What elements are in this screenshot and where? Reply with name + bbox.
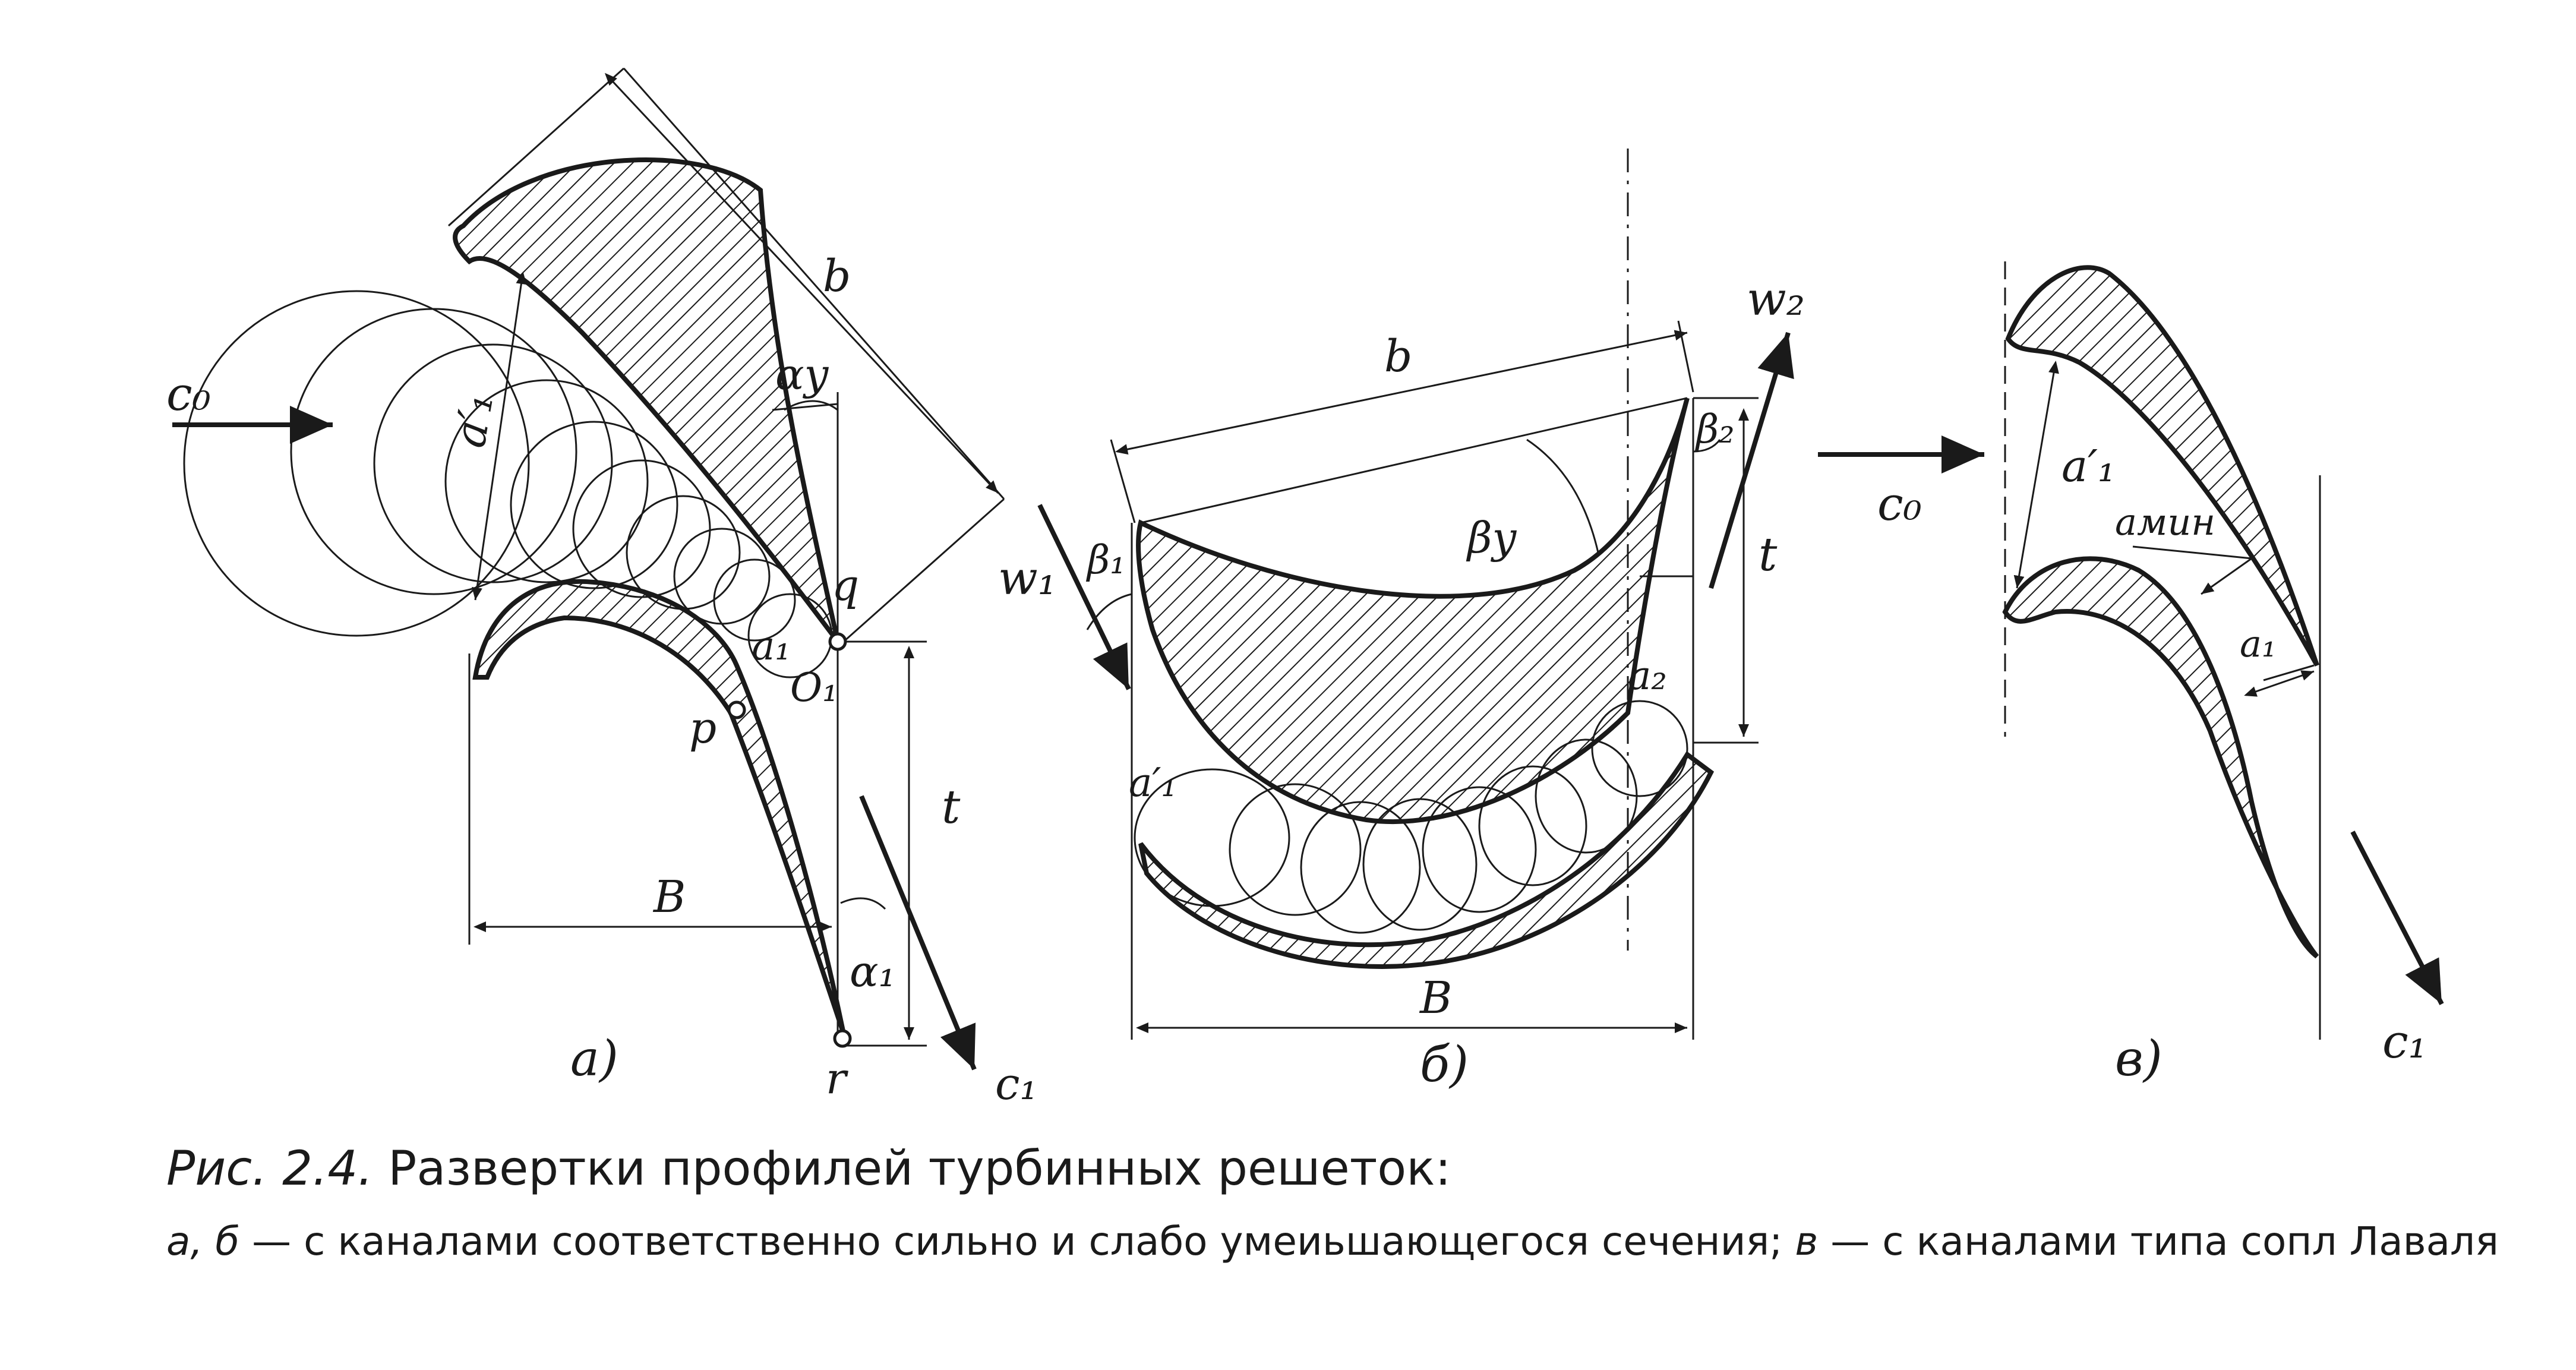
label-w2: w₂ bbox=[1747, 273, 1805, 326]
label-q: q bbox=[832, 560, 859, 610]
label-b-b: b bbox=[1384, 331, 1412, 382]
label-alpha1: α₁ bbox=[850, 946, 895, 996]
construction-lines-c bbox=[2004, 261, 2321, 1040]
caption-title: Рис. 2.4. Развертки профилей турбинных р… bbox=[166, 1141, 1451, 1196]
label-o1: O₁ bbox=[790, 665, 838, 711]
panel-tag-a: а) bbox=[570, 1031, 618, 1087]
label-c1-c: c₁ bbox=[2382, 1015, 2427, 1069]
label-c0-c: c₀ bbox=[1877, 478, 1922, 531]
blade-a-lower bbox=[472, 579, 846, 1035]
label-b-a: b bbox=[823, 251, 851, 302]
panel-tag-c: в) bbox=[2115, 1031, 2163, 1087]
label-p: p bbox=[689, 703, 716, 753]
label-beta2: β₂ bbox=[1694, 406, 1735, 452]
arrow-c1-a bbox=[859, 795, 977, 1071]
point-q bbox=[828, 632, 847, 651]
label-a1-c: a₁ bbox=[2240, 622, 2277, 665]
caption-fig-number: Рис. 2.4. bbox=[166, 1141, 373, 1196]
arrow-w2 bbox=[1709, 332, 1794, 589]
caption-body: а, б — с каналами соответственно сильно … bbox=[166, 1217, 2513, 1267]
construction-lines-a bbox=[447, 67, 1005, 1047]
caption-part2: — с каналами типа сопл Лаваля bbox=[1830, 1219, 2499, 1264]
blade-c-upper bbox=[2005, 265, 2319, 667]
blade-c-lower bbox=[2002, 556, 2319, 959]
label-t-b: t bbox=[1759, 528, 1778, 582]
label-a-min: aмин bbox=[2115, 500, 2215, 544]
panel-c: c₀ a′₁ aмин a₁ c₁ в) bbox=[1818, 261, 2444, 1087]
panel-b: b w₁ β₁ βy β₂ w₂ t a₂ a′₁ B б) bbox=[998, 149, 1805, 1093]
label-r: r bbox=[826, 1053, 848, 1103]
label-a1-prime-c: a′₁ bbox=[2062, 441, 2116, 492]
label-alpha-y: αy bbox=[775, 349, 829, 399]
label-c0-a: c₀ bbox=[166, 368, 211, 421]
label-a1-prime-a: a′₁ bbox=[444, 389, 503, 451]
label-w1: w₁ bbox=[998, 552, 1056, 605]
blade-b-lower bbox=[1138, 751, 1715, 969]
label-c1-a: c₁ bbox=[995, 1059, 1037, 1110]
arrow-c1-c bbox=[2350, 831, 2444, 1005]
point-p bbox=[727, 700, 746, 719]
arrow-w1 bbox=[1037, 504, 1131, 690]
label-B-a: B bbox=[652, 872, 686, 923]
label-a2: a₂ bbox=[1628, 653, 1667, 699]
construction-lines-b bbox=[1086, 149, 1759, 1040]
label-beta1: β₁ bbox=[1085, 537, 1126, 583]
panel-tag-b: б) bbox=[1420, 1037, 1469, 1093]
label-a1-prime-b: a′₁ bbox=[1129, 760, 1177, 806]
caption-part1: — с каналами соответственно сильно и сла… bbox=[252, 1219, 1783, 1264]
panel-a: c₀ a′₁ αy b q a₁ O₁ p t B α₁ r c₁ а) bbox=[166, 67, 1037, 1110]
caption-title-text: Развертки профилей турбинных решеток: bbox=[388, 1141, 1451, 1196]
blade-b-upper bbox=[1136, 397, 1690, 824]
point-r bbox=[833, 1029, 852, 1048]
label-B-b: B bbox=[1419, 973, 1452, 1024]
caption-ab: а, б bbox=[166, 1219, 240, 1264]
label-a1-a: a₁ bbox=[752, 623, 791, 669]
label-t-a: t bbox=[942, 781, 961, 834]
figure-drawing: c₀ a′₁ αy b q a₁ O₁ p t B α₁ r c₁ а) bbox=[166, 67, 2444, 1110]
label-beta-y: βy bbox=[1466, 513, 1517, 563]
caption-v: в bbox=[1795, 1219, 1819, 1264]
